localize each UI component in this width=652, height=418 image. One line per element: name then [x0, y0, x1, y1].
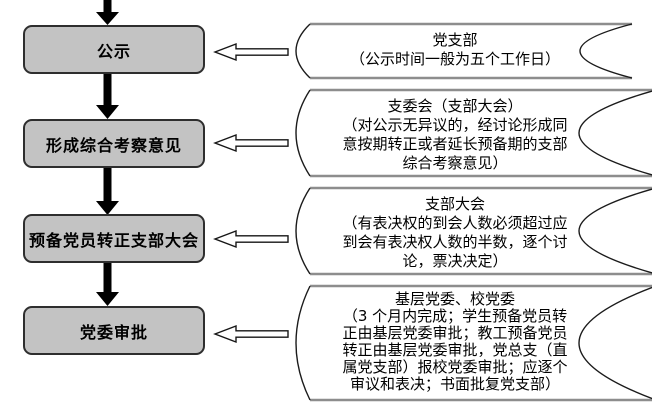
annotation-branch-committee: 支委会（支部大会） （对公示无异议的，经讨论形成同 意按期转正或者延长预备期的支… — [305, 97, 605, 173]
annotation-branch-assembly: 支部大会 （有表决权的到会人数必须超过应 到会有表决权人数的半数，逐个讨 论，票… — [305, 195, 605, 271]
annotation-line: 审议和表决；书面批复党支部） — [349, 375, 560, 393]
annotation-title: 基层党委、校党委 — [394, 290, 515, 308]
down-arrow-icon — [96, 74, 119, 119]
flow-step-branch-meeting: 预备党员转正支部大会 — [23, 214, 205, 263]
annotation-title: 党支部 — [432, 31, 478, 49]
annotation-party-branch: 党支部 （公示时间一般为五个工作日） — [305, 31, 605, 69]
annotation-line: （有表决权的到会人数必须超过应 — [342, 214, 568, 232]
flow-step-public-notice: 公示 — [23, 25, 205, 74]
annotation-line: 论，票决决定） — [402, 252, 508, 270]
left-arrow-icon — [213, 42, 289, 62]
annotation-line: （对公示无异议的，经讨论形成同 — [342, 116, 568, 134]
down-arrow-icon — [96, 0, 119, 25]
annotation-line: （公示时间一般为五个工作日） — [349, 50, 560, 68]
annotation-title: 支委会（支部大会） — [387, 97, 523, 115]
annotation-bracket-shape — [295, 284, 652, 402]
flow-step-committee-approval: 党委审批 — [23, 306, 205, 355]
flow-step-label: 公示 — [96, 41, 131, 61]
annotation-bracket-shape — [295, 88, 652, 178]
annotation-title: 支部大会 — [424, 195, 485, 213]
annotation-line: 属党支部）报校党委审批；应逐个 — [342, 358, 568, 376]
down-arrow-icon — [96, 168, 119, 215]
annotation-line: 转正由基层党委审批，党总支（直 — [342, 341, 568, 359]
annotation-line: 综合考察意见） — [402, 154, 508, 172]
left-arrow-icon — [213, 229, 289, 249]
annotation-line: 到会有表决权人数的半数，逐个讨 — [342, 233, 568, 251]
down-arrow-icon — [96, 262, 119, 306]
flow-step-comprehensive-review: 形成综合考察意见 — [23, 119, 205, 168]
annotation-line: （3 个月内完成；学生预备党员转 — [342, 307, 568, 325]
annotation-party-committees: 基层党委、校党委 （3 个月内完成；学生预备党员转 正由基层党委审批；教工预备党… — [305, 291, 605, 393]
annotation-bracket-shape — [295, 186, 652, 276]
annotation-bracket-shape — [295, 22, 633, 80]
flow-step-label: 预备党员转正支部大会 — [28, 230, 199, 250]
left-arrow-icon — [213, 133, 289, 153]
flow-step-label: 形成综合考察意见 — [45, 135, 182, 155]
annotation-line: 意按期转正或者延长预备期的支部 — [342, 135, 568, 153]
flow-step-label: 党委审批 — [79, 322, 148, 342]
annotation-line: 正由基层党委审批；教工预备党员 — [342, 324, 568, 342]
left-arrow-icon — [213, 324, 289, 344]
